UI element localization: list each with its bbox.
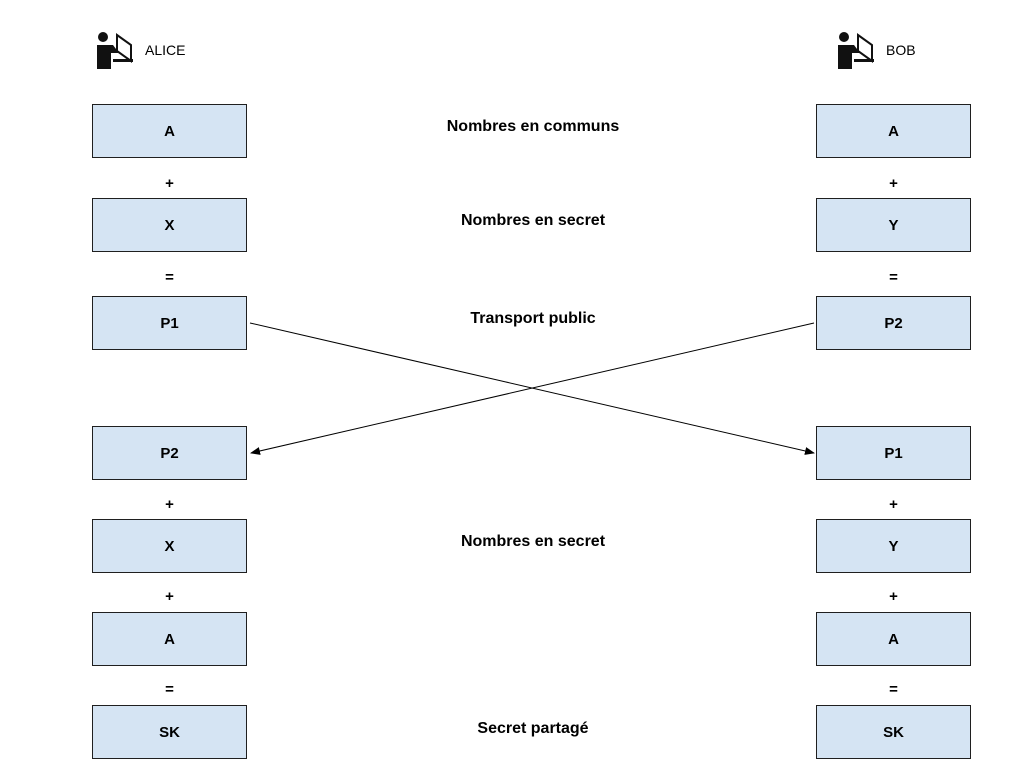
alice-box-1: A	[92, 104, 247, 158]
alice-box-4: P2	[92, 426, 247, 480]
alice-box-3: P1	[92, 296, 247, 350]
caption-shared-secret: Secret partagé	[477, 720, 589, 737]
bob-box-7: SK	[816, 705, 971, 759]
alice-box-7: SK	[92, 705, 247, 759]
caption-secret-numbers-2: Nombres en secret	[460, 533, 606, 550]
alice-op-4: +	[165, 588, 174, 605]
alice-op-3: +	[165, 496, 174, 513]
bob-box-4: P1	[816, 426, 971, 480]
caption-secret-numbers: Nombres en secret	[460, 212, 606, 229]
bob-op-3: +	[889, 496, 898, 513]
bob-op-5: =	[889, 681, 898, 698]
bob-op-4: +	[889, 588, 898, 605]
alice-op-2: =	[165, 269, 174, 286]
caption-public-transport: Transport public	[470, 310, 596, 327]
bob-box-5: Y	[816, 519, 971, 573]
alice-op-1: +	[165, 175, 174, 192]
bob-box-2: Y	[816, 198, 971, 252]
actor-bob: BOB	[836, 31, 916, 69]
alice-box-6: A	[92, 612, 247, 666]
alice-op-5: =	[165, 681, 174, 698]
bob-op-2: =	[889, 269, 898, 286]
user-computer-icon	[97, 32, 133, 69]
alice-box-5: X	[92, 519, 247, 573]
actor-name-alice: ALICE	[145, 42, 186, 58]
alice-box-2: X	[92, 198, 247, 252]
user-computer-icon	[838, 32, 874, 69]
bob-op-1: +	[889, 175, 898, 192]
actor-name-bob: BOB	[886, 42, 916, 58]
bob-box-6: A	[816, 612, 971, 666]
arrow-p2-bob-to-alice	[250, 322, 815, 455]
actor-alice: ALICE	[95, 31, 185, 69]
caption-common-numbers: Nombres en communs	[446, 118, 620, 135]
bob-box-3: P2	[816, 296, 971, 350]
bob-box-1: A	[816, 104, 971, 158]
